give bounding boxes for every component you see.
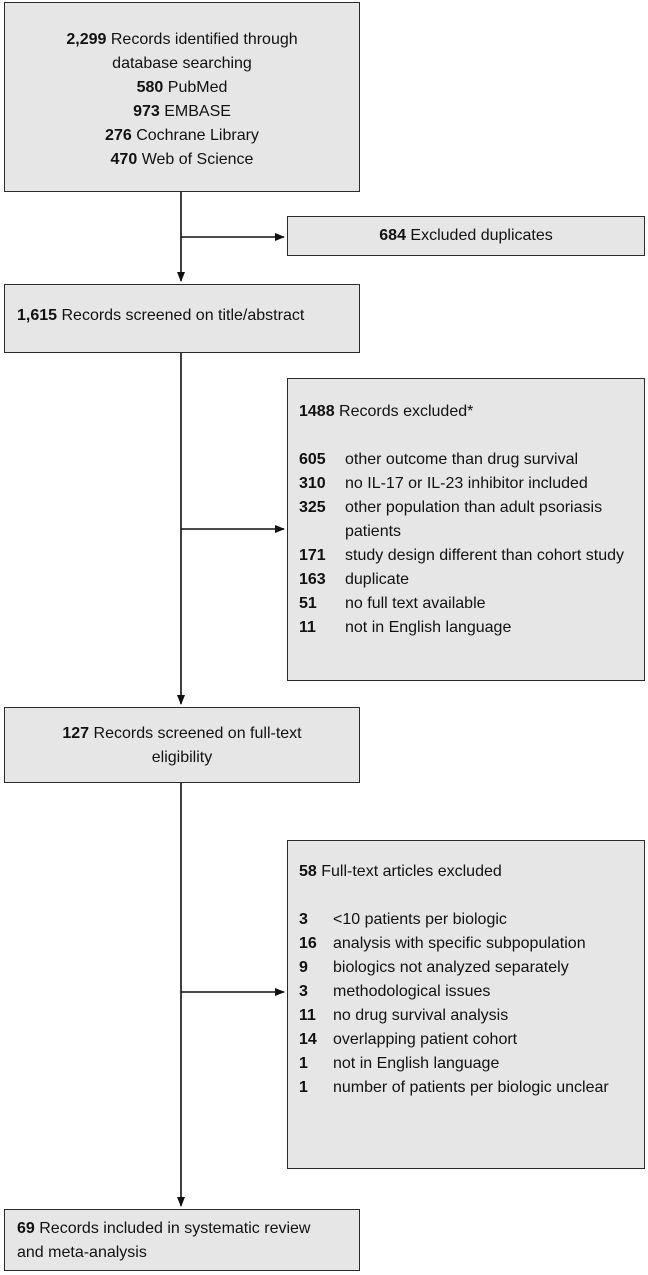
source-count: 276 <box>105 127 132 144</box>
reason-count: 325 <box>299 499 326 516</box>
exclusion-reason: 51 no full text available <box>299 592 636 616</box>
reason-text: other outcome than drug survival <box>345 451 579 468</box>
reason-text: no IL-17 or IL-23 inhibitor included <box>345 475 588 492</box>
reason-text: not in English language <box>333 1055 500 1072</box>
exclusion-reason: 9 biologics not analyzed separately <box>299 956 636 980</box>
included-count: 69 <box>17 1220 35 1237</box>
screening-box: 1,615 Records screened on title/abstract <box>4 284 360 353</box>
reason-count: 11 <box>299 619 316 636</box>
source-name: PubMed <box>167 79 228 96</box>
screening-text: Records screened on title/abstract <box>61 307 305 324</box>
reason-text: other population than adult psoriasis pa… <box>345 499 603 540</box>
reason-count: 163 <box>299 571 326 588</box>
reason-count: 9 <box>299 959 308 976</box>
exclusion-reason: 16 analysis with specific subpopulation <box>299 932 636 956</box>
reason-text: number of patients per biologic unclear <box>333 1079 609 1096</box>
reason-text: <10 patients per biologic <box>333 911 507 928</box>
reason-text: no full text available <box>345 595 486 612</box>
duplicates-count: 684 <box>379 227 406 244</box>
included-box: 69 Records included in systematic review… <box>4 1209 360 1271</box>
duplicates-text: Excluded duplicates <box>410 227 553 244</box>
exclusion-reason: 171 study design different than cohort st… <box>299 544 636 568</box>
exclusion-reason: 11 no drug survival analysis <box>299 1004 636 1028</box>
exclusion-reason: 11 not in English language <box>299 616 636 640</box>
reason-count: 3 <box>299 983 308 1000</box>
eligibility-text-2: eligibility <box>151 749 213 766</box>
eligibility-count: 127 <box>62 725 90 742</box>
eligibility-box: 127 Records screened on full-text eligib… <box>4 707 360 783</box>
reason-count: 16 <box>299 935 317 952</box>
excluded-screening-count: 1488 <box>299 403 335 420</box>
excluded-screening-box: 1488 Records excluded* 605 other outcome … <box>287 378 645 681</box>
screening-count: 1,615 <box>17 307 58 324</box>
reason-count: 310 <box>299 475 326 492</box>
reason-count: 14 <box>299 1031 317 1048</box>
source-count: 580 <box>136 79 164 96</box>
excluded-fulltext-box: 58 Full-text articles excluded 3 <10 pati… <box>287 840 645 1169</box>
reason-text: analysis with specific subpopulation <box>333 935 586 952</box>
exclusion-reason: 1 not in English language <box>299 1052 636 1076</box>
reason-text: no drug survival analysis <box>333 1007 509 1024</box>
source-count: 973 <box>133 103 160 120</box>
source-count: 470 <box>110 151 138 168</box>
excluded-screening-text: Records excluded* <box>339 403 474 420</box>
source-name: EMBASE <box>164 103 231 120</box>
exclusion-reason: 3 <10 patients per biologic <box>299 908 636 932</box>
reason-count: 1 <box>299 1055 308 1072</box>
reason-text: duplicate <box>345 571 410 588</box>
exclusion-reason: 163 duplicate <box>299 568 636 592</box>
identification-text-2: database searching <box>112 55 252 72</box>
excluded-fulltext-text: Full-text articles excluded <box>321 863 502 880</box>
reason-text: methodological issues <box>333 983 491 1000</box>
duplicates-box: 684 Excluded duplicates <box>287 216 645 256</box>
reason-count: 171 <box>299 547 326 564</box>
reason-text: study design different than cohort study <box>345 547 624 564</box>
exclusion-reason: 605 other outcome than drug survival <box>299 448 636 472</box>
reason-text: not in English language <box>345 619 512 636</box>
exclusion-reason: 1 number of patients per biologic unclear <box>299 1076 636 1100</box>
reason-count: 11 <box>299 1007 316 1024</box>
exclusion-reason: 325 other population than adult psoriasis… <box>299 496 636 544</box>
source-name: Cochrane Library <box>136 127 259 144</box>
excluded-fulltext-count: 58 <box>299 863 317 880</box>
included-text: Records included in systematic review <box>39 1220 311 1237</box>
identification-box: 2,299 Records identified through databas… <box>4 2 360 192</box>
included-text-2: and meta-analysis <box>17 1244 147 1261</box>
reason-text: biologics not analyzed separately <box>333 959 569 976</box>
reason-count: 605 <box>299 451 326 468</box>
exclusion-reason: 14 overlapping patient cohort <box>299 1028 636 1052</box>
reason-count: 51 <box>299 595 317 612</box>
exclusion-reason: 3 methodological issues <box>299 980 636 1004</box>
identification-count: 2,299 <box>66 31 107 48</box>
identification-text: Records identified through <box>110 31 298 48</box>
source-name: Web of Science <box>141 151 254 168</box>
eligibility-text: Records screened on full-text <box>93 725 302 742</box>
reason-text: overlapping patient cohort <box>333 1031 518 1048</box>
reason-count: 3 <box>299 911 308 928</box>
exclusion-reason: 310 no IL-17 or IL-23 inhibitor included <box>299 472 636 496</box>
reason-count: 1 <box>299 1079 308 1096</box>
